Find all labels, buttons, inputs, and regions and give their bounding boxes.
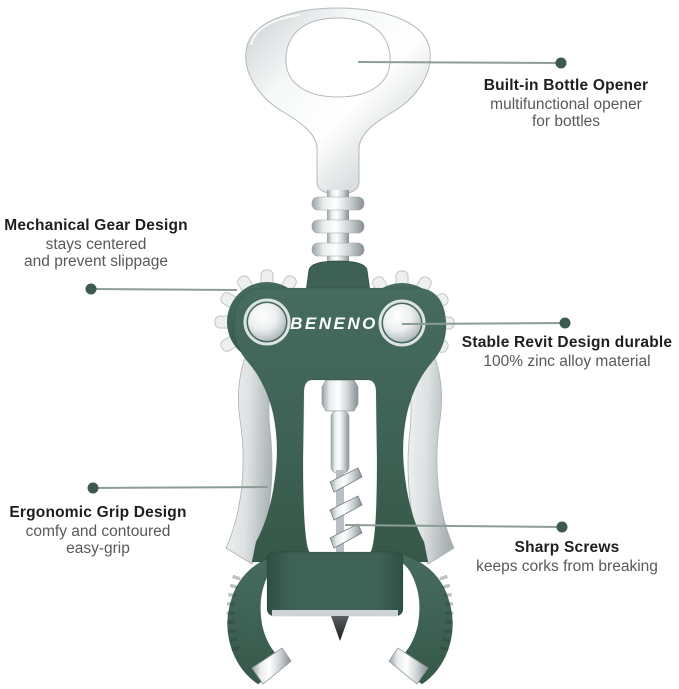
callout-subtitle-line: for bottles: [531, 113, 601, 130]
head-cap-graphic: [305, 260, 371, 293]
brand-logo: BENENO: [290, 314, 378, 333]
callout-dot-grip: [87, 482, 99, 494]
callout-gear-design: Mechanical Gear Design stays centered an…: [0, 216, 196, 270]
callout-dot-rivet: [559, 317, 571, 329]
callout-line-grip: [92, 486, 269, 489]
callout-subtitle-line: stays centered: [45, 236, 147, 253]
callout-subtitle-line: easy-grip: [66, 540, 130, 557]
bottle-opener-graphic: [245, 7, 431, 195]
callout-subtitle-line: and prevent slippage: [24, 253, 168, 270]
worm-screw-graphic: [321, 372, 363, 555]
callout-bottle-opener: Built-in Bottle Opener multifunctional o…: [452, 76, 679, 130]
callout-dots: [85, 57, 571, 533]
callout-subtitle-line: keeps corks from breaking: [476, 558, 658, 575]
callout-title: Built-in Bottle Opener: [483, 77, 649, 94]
callout-subtitle-line: comfy and contoured: [25, 523, 171, 540]
rivet-left-icon: [243, 298, 291, 346]
threaded-stem-graphic: [311, 190, 365, 262]
callout-title: Sharp Screws: [514, 539, 620, 556]
callout-sharp-screws: Sharp Screws keeps corks from breaking: [452, 538, 679, 575]
callout-leaders: [90, 61, 566, 528]
callout-rivet-design: Stable Revit Design durable 100% zinc al…: [452, 333, 679, 370]
callout-line-bottle-opener: [357, 61, 562, 64]
callout-dot-bottle-opener: [555, 57, 567, 69]
callout-subtitle-line: multifunctional opener: [490, 96, 642, 113]
callout-dot-gear: [85, 283, 97, 295]
chrome-arms-graphic: [225, 341, 455, 565]
callout-title: Ergonomic Grip Design: [9, 504, 187, 521]
callout-line-screws: [344, 524, 563, 528]
callout-dot-screws: [556, 521, 568, 533]
callout-line-rivet: [401, 322, 566, 325]
callout-subtitle-line: 100% zinc alloy material: [483, 353, 651, 370]
callout-grip-design: Ergonomic Grip Design comfy and contoure…: [0, 503, 198, 557]
callout-title: Stable Revit Design durable: [461, 334, 673, 351]
base-graphic: [226, 551, 454, 685]
callout-title: Mechanical Gear Design: [4, 217, 188, 234]
callout-line-gear: [90, 288, 238, 291]
